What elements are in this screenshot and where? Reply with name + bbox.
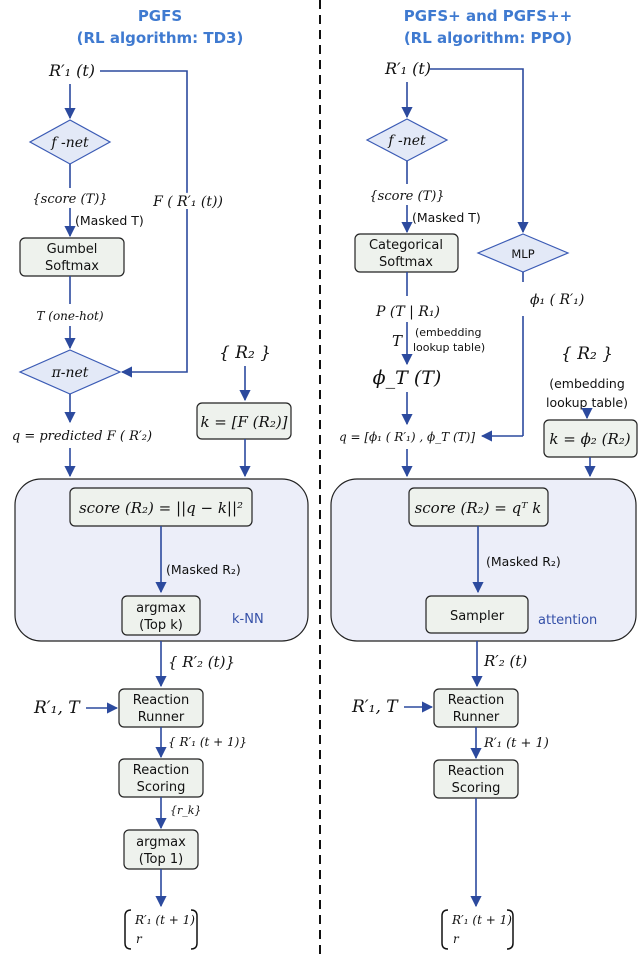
- right-output-bracket-close: [506, 909, 514, 950]
- right-output-bottom: r: [453, 932, 460, 946]
- left-output-bracket-open: [124, 909, 132, 950]
- left-pinet-label: π-net: [51, 365, 89, 381]
- left-argmax-topk-box: [121, 595, 201, 636]
- left-masked-T: (Masked T): [75, 213, 144, 228]
- left-one-hot: T (one-hot): [36, 309, 103, 323]
- left-R2-set: { R₂ }: [219, 343, 271, 363]
- left-R1-next-set: { R′₁ (t + 1)}: [168, 735, 247, 749]
- left-runner-l1: Reaction: [133, 693, 189, 708]
- right-cat-l2: Softmax: [379, 255, 433, 270]
- right-sampler-box: [425, 595, 529, 634]
- left-k-label: k = [F (R₂)]: [200, 413, 287, 431]
- right-embed-note-l1: (embedding: [415, 326, 482, 339]
- right-q-label: q = [ϕ₁ ( R′₁) , ϕ_T (T)]: [339, 430, 475, 444]
- right-score-T: {score (T)}: [369, 189, 444, 204]
- left-title-line2: (RL algorithm: TD3): [77, 29, 244, 47]
- right-scoring-l1: Reaction: [448, 764, 504, 779]
- left-argmax-l1: argmax: [136, 601, 186, 616]
- right-P-T: P (T | R₁): [375, 304, 440, 320]
- right-sampler-label: Sampler: [450, 609, 505, 624]
- right-R2-set: { R₂ }: [561, 344, 613, 364]
- left-output-bottom: r: [136, 932, 143, 946]
- left-masked-R2: (Masked R₂): [166, 562, 241, 577]
- right-embed2-l2: lookup table): [546, 395, 628, 410]
- left-argmax1-l2: (Top 1): [139, 852, 183, 867]
- right-title-line1: PGFS+ and PGFS++: [404, 7, 572, 25]
- right-output-bracket-open: [441, 909, 449, 950]
- right-embed2-l1: (embedding: [549, 376, 625, 391]
- right-mlp-label: MLP: [511, 247, 534, 261]
- right-cat-l1: Categorical: [369, 238, 443, 253]
- right-masked-T: (Masked T): [412, 210, 481, 225]
- left-scoring-l1: Reaction: [133, 763, 189, 778]
- right-T-label: T: [392, 332, 403, 350]
- right-input-label: R′₁ (t): [384, 59, 431, 78]
- left-scoring-l2: Scoring: [137, 780, 186, 795]
- left-argmax1-l1: argmax: [136, 835, 186, 850]
- right-title-line2: (RL algorithm: PPO): [404, 29, 572, 47]
- left-k-box: [196, 402, 292, 440]
- right-R1-next: R′₁ (t + 1): [483, 736, 549, 751]
- left-R2-out: { R′₂ (t)}: [168, 653, 235, 671]
- right-k-label: k = ϕ₂ (R₂): [549, 430, 630, 448]
- left-title-line1: PGFS: [138, 7, 182, 25]
- left-runner-l2: Runner: [138, 710, 185, 725]
- right-scoring-l2: Scoring: [452, 781, 501, 796]
- right-R2-out: R′₂ (t): [483, 652, 527, 670]
- right-R1T-input: R′₁, T: [351, 697, 399, 717]
- left-score-label: score (R₂) = ||q − k||²: [79, 499, 243, 517]
- right-phi1: ϕ₁ ( R′₁): [530, 292, 584, 308]
- right-score-label: score (R₂) = qᵀ k: [415, 499, 542, 517]
- right-phiT: ϕ_T (T): [373, 367, 442, 389]
- right-runner-l2: Runner: [453, 710, 500, 725]
- left-R1T-input: R′₁, T: [33, 698, 81, 718]
- left-argmax-l2: (Top k): [139, 618, 183, 633]
- left-output-bracket-close: [190, 909, 198, 950]
- right-embed-note-l2: lookup table): [413, 341, 485, 354]
- left-score-T: {score (T)}: [32, 192, 107, 207]
- right-runner-l1: Reaction: [448, 693, 504, 708]
- right-attention-region: [330, 478, 637, 642]
- left-gumbel-l1: Gumbel: [47, 242, 98, 257]
- right-region-label: attention: [538, 613, 597, 628]
- left-gumbel-softmax-box: [19, 237, 125, 277]
- left-rk: {r_k}: [170, 804, 201, 817]
- left-fnet-label: f -net: [50, 135, 89, 151]
- left-gumbel-l2: Softmax: [45, 259, 99, 274]
- left-F-R1: F ( R′₁ (t)): [152, 194, 223, 210]
- left-input-label: R′₁ (t): [48, 61, 95, 80]
- right-masked-R2: (Masked R₂): [486, 554, 561, 569]
- right-output-top: R′₁ (t + 1): [451, 913, 512, 927]
- right-fnet-label: f -net: [387, 133, 426, 149]
- left-q-label: q = predicted F ( R′₂): [12, 429, 152, 444]
- left-output-top: R′₁ (t + 1): [134, 913, 195, 927]
- left-region-label: k-NN: [232, 612, 264, 627]
